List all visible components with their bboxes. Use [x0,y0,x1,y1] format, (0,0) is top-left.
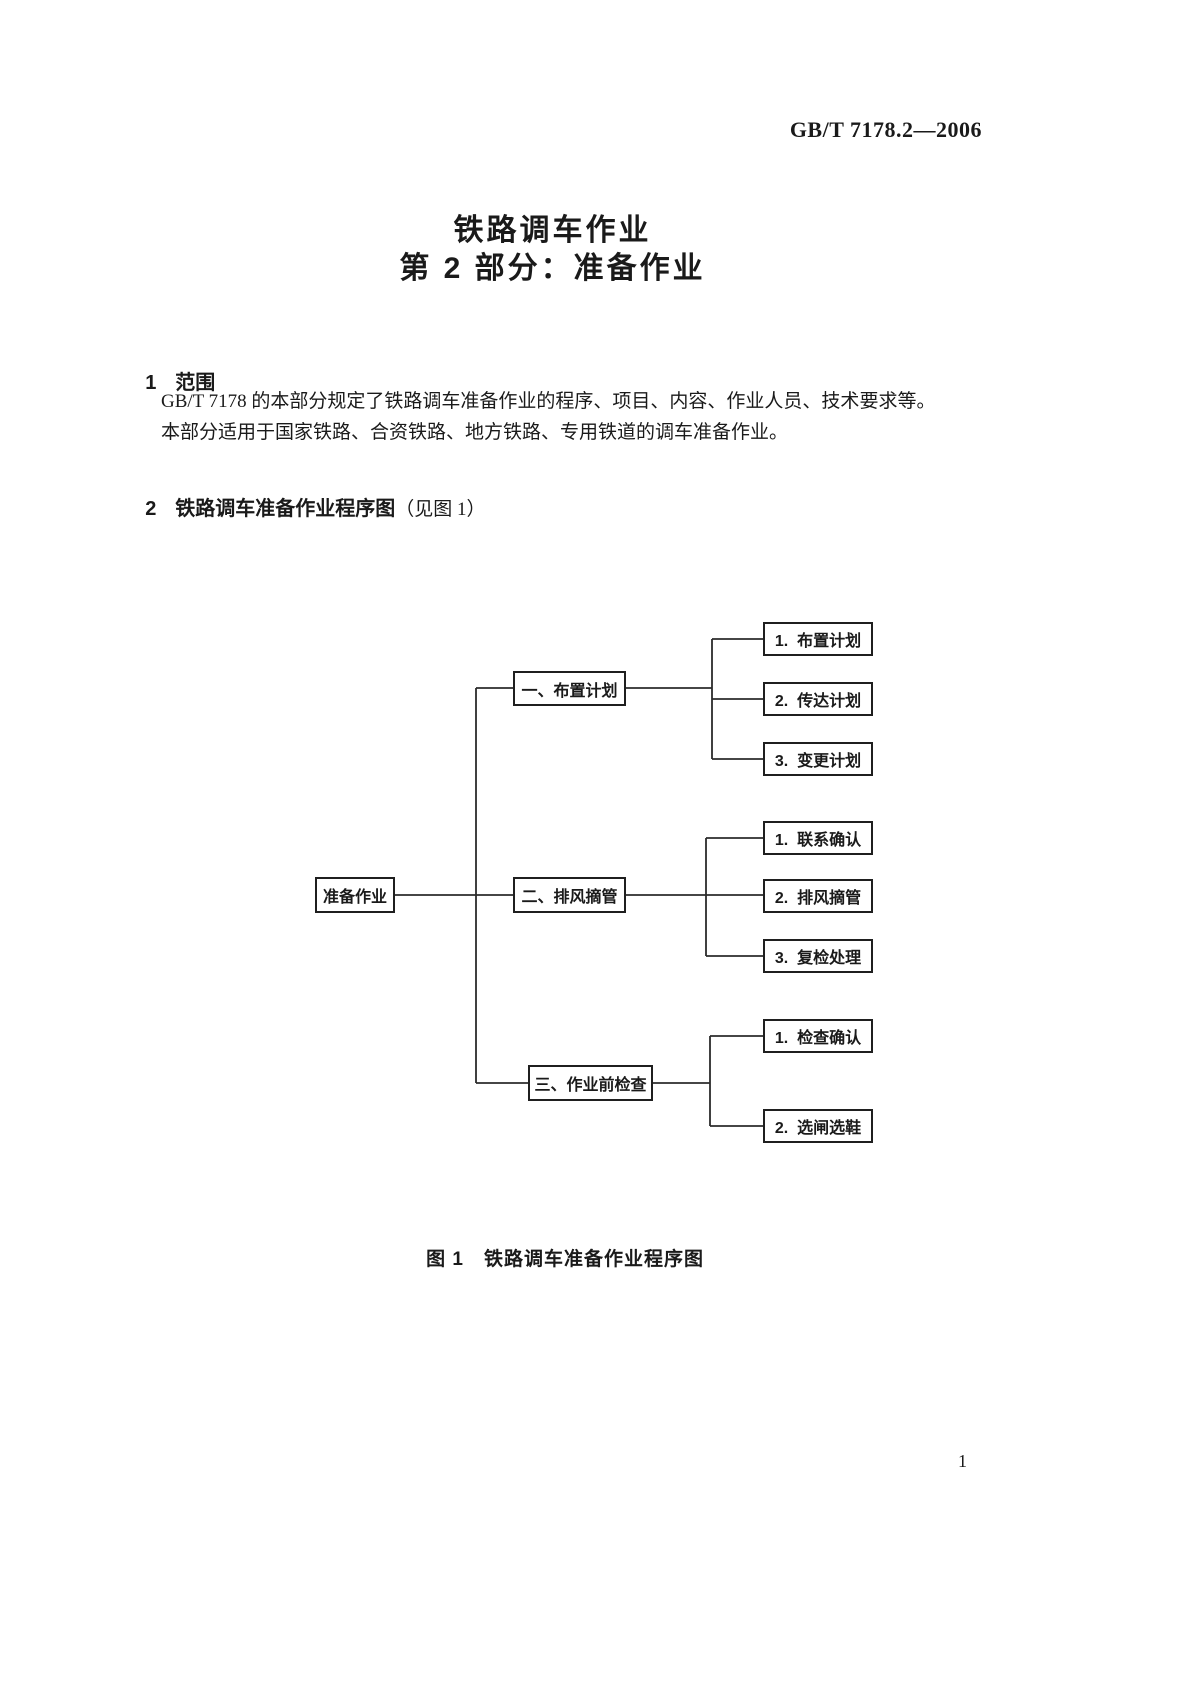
section-1-body: GB/T 7178 的本部分规定了铁路调车准备作业的程序、项目、内容、作业人员、… [123,386,943,448]
flow-box-child-2-2: 2. 排风摘管 [763,879,873,913]
section-2-suffix: （见图 1） [395,499,486,520]
flow-box-child-3-1: 1. 检查确认 [763,1019,873,1053]
figure-caption-gap [464,1249,484,1270]
section-1-title: 范围 [175,372,216,394]
figure-caption: 图 1 铁路调车准备作业程序图 [123,1222,982,1293]
flow-box-child-2-3: 3. 复检处理 [763,939,873,973]
flow-box-root: 准备作业 [315,877,395,913]
flow-box-child-1-1: 1. 布置计划 [763,622,873,656]
page-number: 1 [958,1451,967,1471]
paragraph-scope-2: 本部分适用于国家铁路、合资铁路、地方铁路、专用铁道的调车准备作业。 [161,422,789,443]
document-title: 铁路调车作业 第 2 部分：准备作业 [123,212,982,288]
flow-box-child-2-1: 1. 联系确认 [763,821,873,855]
flow-box-group-2: 二、排风摘管 [513,877,626,913]
section-1-heading: 1 范围 [123,343,215,418]
title-line-1: 铁路调车作业 [453,214,652,247]
section-2-heading: 2 铁路调车准备作业程序图（见图 1） [123,469,486,544]
flow-box-child-1-2: 2. 传达计划 [763,682,873,716]
standard-code: GB/T 7178.2—2006 [789,117,982,142]
flow-box-child-1-3: 3. 变更计划 [763,742,873,776]
section-2-number: 2 [145,498,157,520]
section-1-number: 1 [145,372,157,394]
figure-caption-prefix: 图 1 [426,1249,464,1270]
title-line-2: 第 2 部分：准备作业 [399,252,706,285]
section-2-title: 铁路调车准备作业程序图 [175,498,396,520]
flow-box-child-3-2: 2. 选闸选鞋 [763,1109,873,1143]
flow-box-group-1: 一、布置计划 [513,671,626,706]
flow-box-group-3: 三、作业前检查 [528,1065,653,1101]
figure-caption-text: 铁路调车准备作业程序图 [483,1249,704,1270]
paragraph-scope-1: GB/T 7178 的本部分规定了铁路调车准备作业的程序、项目、内容、作业人员、… [161,391,936,412]
